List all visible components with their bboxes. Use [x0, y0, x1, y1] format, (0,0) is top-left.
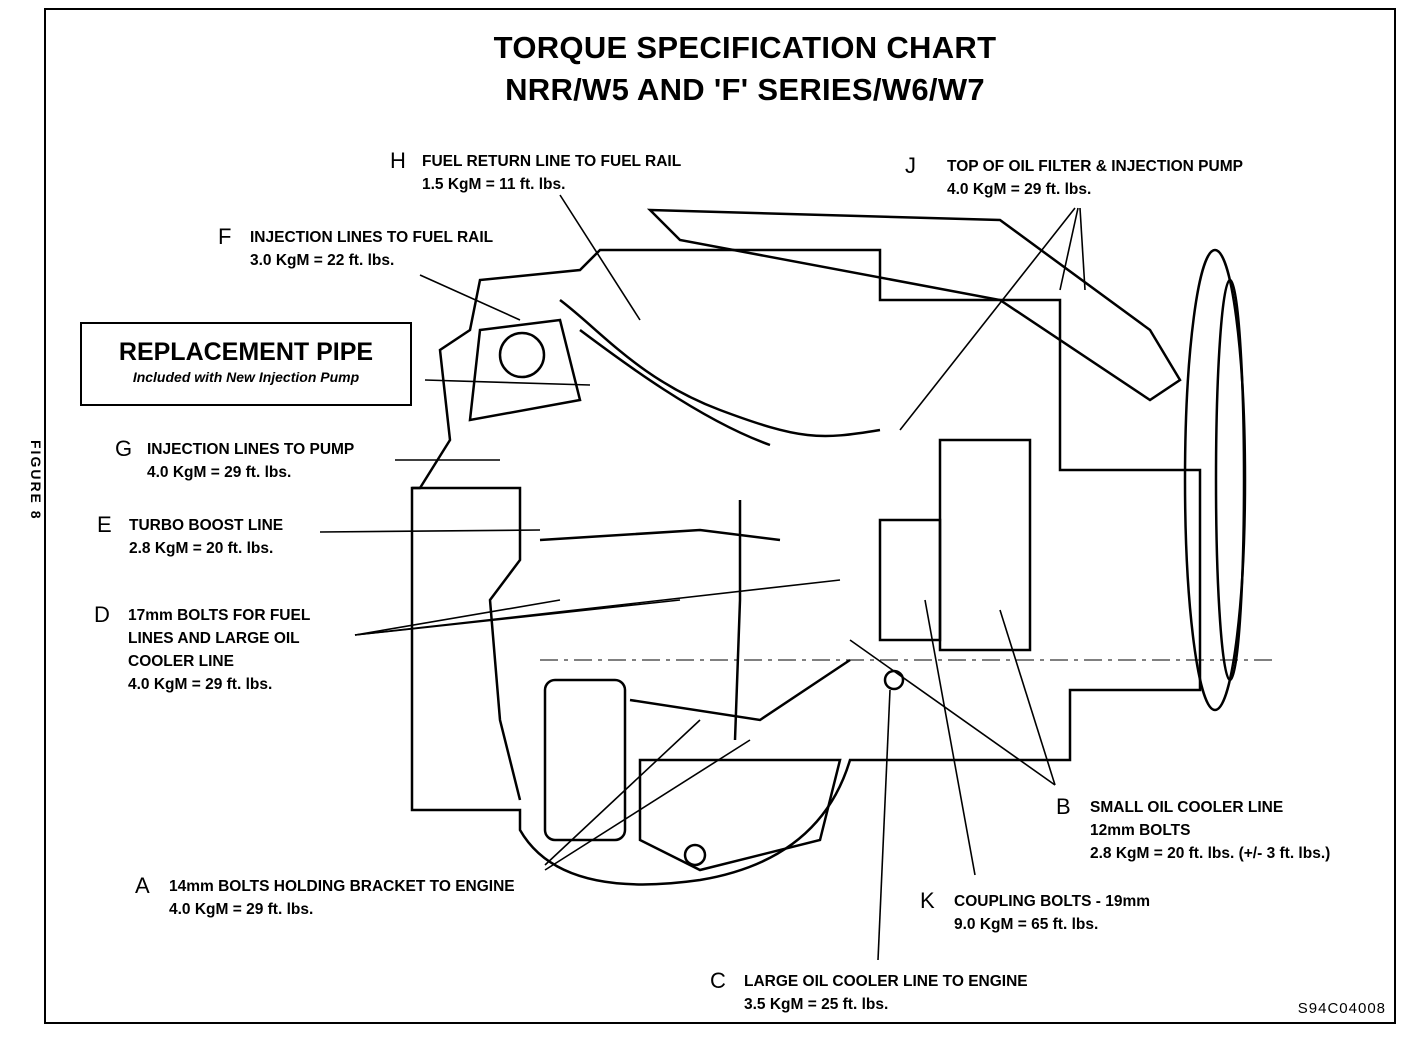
callout-b: B SMALL OIL COOLER LINE 12mm BOLTS 2.8 K…	[1056, 796, 1330, 865]
intake-tube	[646, 208, 1182, 402]
callout-torque: 1.5 KgM = 11 ft. lbs.	[422, 176, 566, 193]
fuel-lines	[559, 299, 881, 438]
callout-a: A 14mm BOLTS HOLDING BRACKET TO ENGINE 4…	[135, 875, 515, 921]
oil-cooler-bolt	[883, 669, 905, 691]
callout-text: COOLER LINE	[128, 653, 234, 670]
leader-j3	[1079, 207, 1086, 291]
replacement-pipe-note: Included with New Injection Pump	[132, 369, 360, 385]
crank-pulley-inner	[1214, 278, 1246, 682]
callout-letter: G	[115, 436, 133, 461]
oil-filter	[543, 678, 627, 842]
callout-torque: 4.0 KgM = 29 ft. lbs.	[147, 464, 292, 481]
callout-torque: 2.8 KgM = 20 ft. lbs.	[129, 540, 274, 557]
callout-f: F INJECTION LINES TO FUEL RAIL 3.0 KgM =…	[218, 226, 493, 272]
leader-j2	[1059, 207, 1079, 291]
callout-text: 17mm BOLTS FOR FUEL	[128, 607, 311, 624]
callout-text: SMALL OIL COOLER LINE	[1090, 799, 1284, 816]
callout-letter: C	[710, 968, 726, 993]
leader-h	[559, 194, 641, 321]
engine-block-outline	[410, 248, 1202, 886]
callout-torque: 9.0 KgM = 65 ft. lbs.	[954, 916, 1099, 933]
callout-text: FUEL RETURN LINE TO FUEL RAIL	[422, 153, 682, 170]
callout-letter: B	[1056, 794, 1071, 819]
callout-text: 14mm BOLTS HOLDING BRACKET TO ENGINE	[169, 878, 515, 895]
replacement-pipe-heading: REPLACEMENT PIPE	[118, 338, 374, 366]
leader-a1	[544, 719, 701, 866]
turbo-pipe	[468, 318, 582, 422]
callout-d: D 17mm BOLTS FOR FUEL LINES AND LARGE OI…	[94, 604, 310, 696]
callout-g: G INJECTION LINES TO PUMP 4.0 KgM = 29 f…	[115, 438, 354, 484]
callout-text: LARGE OIL COOLER LINE TO ENGINE	[744, 973, 1028, 990]
callout-torque: 2.8 KgM = 20 ft. lbs. (+/- 3 ft. lbs.)	[1090, 845, 1331, 862]
callout-letter: K	[920, 888, 935, 913]
callout-letter: E	[97, 512, 112, 537]
callout-k: K COUPLING BOLTS - 19mm 9.0 KgM = 65 ft.…	[920, 890, 1150, 936]
leader-d1	[354, 599, 561, 636]
bell-housing	[412, 486, 522, 801]
callout-letter: H	[390, 148, 406, 173]
callout-text: TOP OF OIL FILTER & INJECTION PUMP	[947, 158, 1243, 175]
chart-title: TORQUE SPECIFICATION CHART	[493, 30, 997, 65]
pump-body	[938, 438, 1032, 652]
callout-torque: 4.0 KgM = 29 ft. lbs.	[169, 901, 314, 918]
lower-pipe	[629, 658, 851, 722]
callout-letter: J	[905, 153, 916, 178]
callout-j: J TOP OF OIL FILTER & INJECTION PUMP 4.0…	[905, 155, 1243, 201]
callout-c: C LARGE OIL COOLER LINE TO ENGINE 3.5 Kg…	[710, 970, 1028, 1016]
turbo-housing	[498, 331, 546, 379]
oil-cooler-line	[733, 500, 742, 741]
callout-e: E TURBO BOOST LINE 2.8 KgM = 20 ft. lbs.	[97, 514, 283, 560]
callout-letter: A	[135, 873, 150, 898]
leader-b1	[849, 639, 1056, 786]
leader-e	[319, 529, 541, 533]
leader-a2	[544, 739, 751, 871]
callout-letter: D	[94, 602, 110, 627]
chart-subtitle: NRR/W5 AND 'F' SERIES/W6/W7	[505, 72, 985, 107]
callout-text: INJECTION LINES TO PUMP	[147, 441, 355, 458]
callout-text: 12mm BOLTS	[1090, 822, 1191, 839]
replacement-pipe-box: REPLACEMENT PIPE Included with New Injec…	[80, 322, 412, 406]
leader-d3	[354, 579, 841, 636]
leader-c	[877, 689, 891, 961]
diagram-frame	[44, 8, 1396, 1024]
callout-torque: 3.0 KgM = 22 ft. lbs.	[250, 252, 395, 269]
injection-pump	[878, 518, 942, 642]
callout-text: INJECTION LINES TO FUEL RAIL	[250, 229, 494, 246]
callout-letter: F	[218, 224, 232, 249]
callout-torque: 3.5 KgM = 25 ft. lbs.	[744, 996, 889, 1013]
oil-pan	[638, 758, 842, 872]
callout-torque: 4.0 KgM = 29 ft. lbs.	[128, 676, 273, 693]
callout-text: COUPLING BOLTS - 19mm	[954, 893, 1151, 910]
leader-b2	[999, 609, 1056, 786]
leader-k	[924, 599, 976, 876]
fuel-lines-2	[579, 328, 771, 447]
leader-replacement	[424, 379, 591, 386]
leader-j1	[899, 207, 1076, 431]
drawing-code: S94C04008	[1297, 1000, 1386, 1017]
callout-torque: 4.0 KgM = 29 ft. lbs.	[947, 181, 1092, 198]
callout-h: H FUEL RETURN LINE TO FUEL RAIL 1.5 KgM …	[390, 150, 681, 196]
callout-text: LINES AND LARGE OIL	[128, 630, 300, 647]
figure-label: FIGURE 8	[28, 440, 44, 521]
drain-plug	[683, 843, 707, 867]
leader-f	[419, 274, 521, 321]
boost-line	[539, 528, 781, 542]
callout-text: TURBO BOOST LINE	[129, 517, 284, 534]
